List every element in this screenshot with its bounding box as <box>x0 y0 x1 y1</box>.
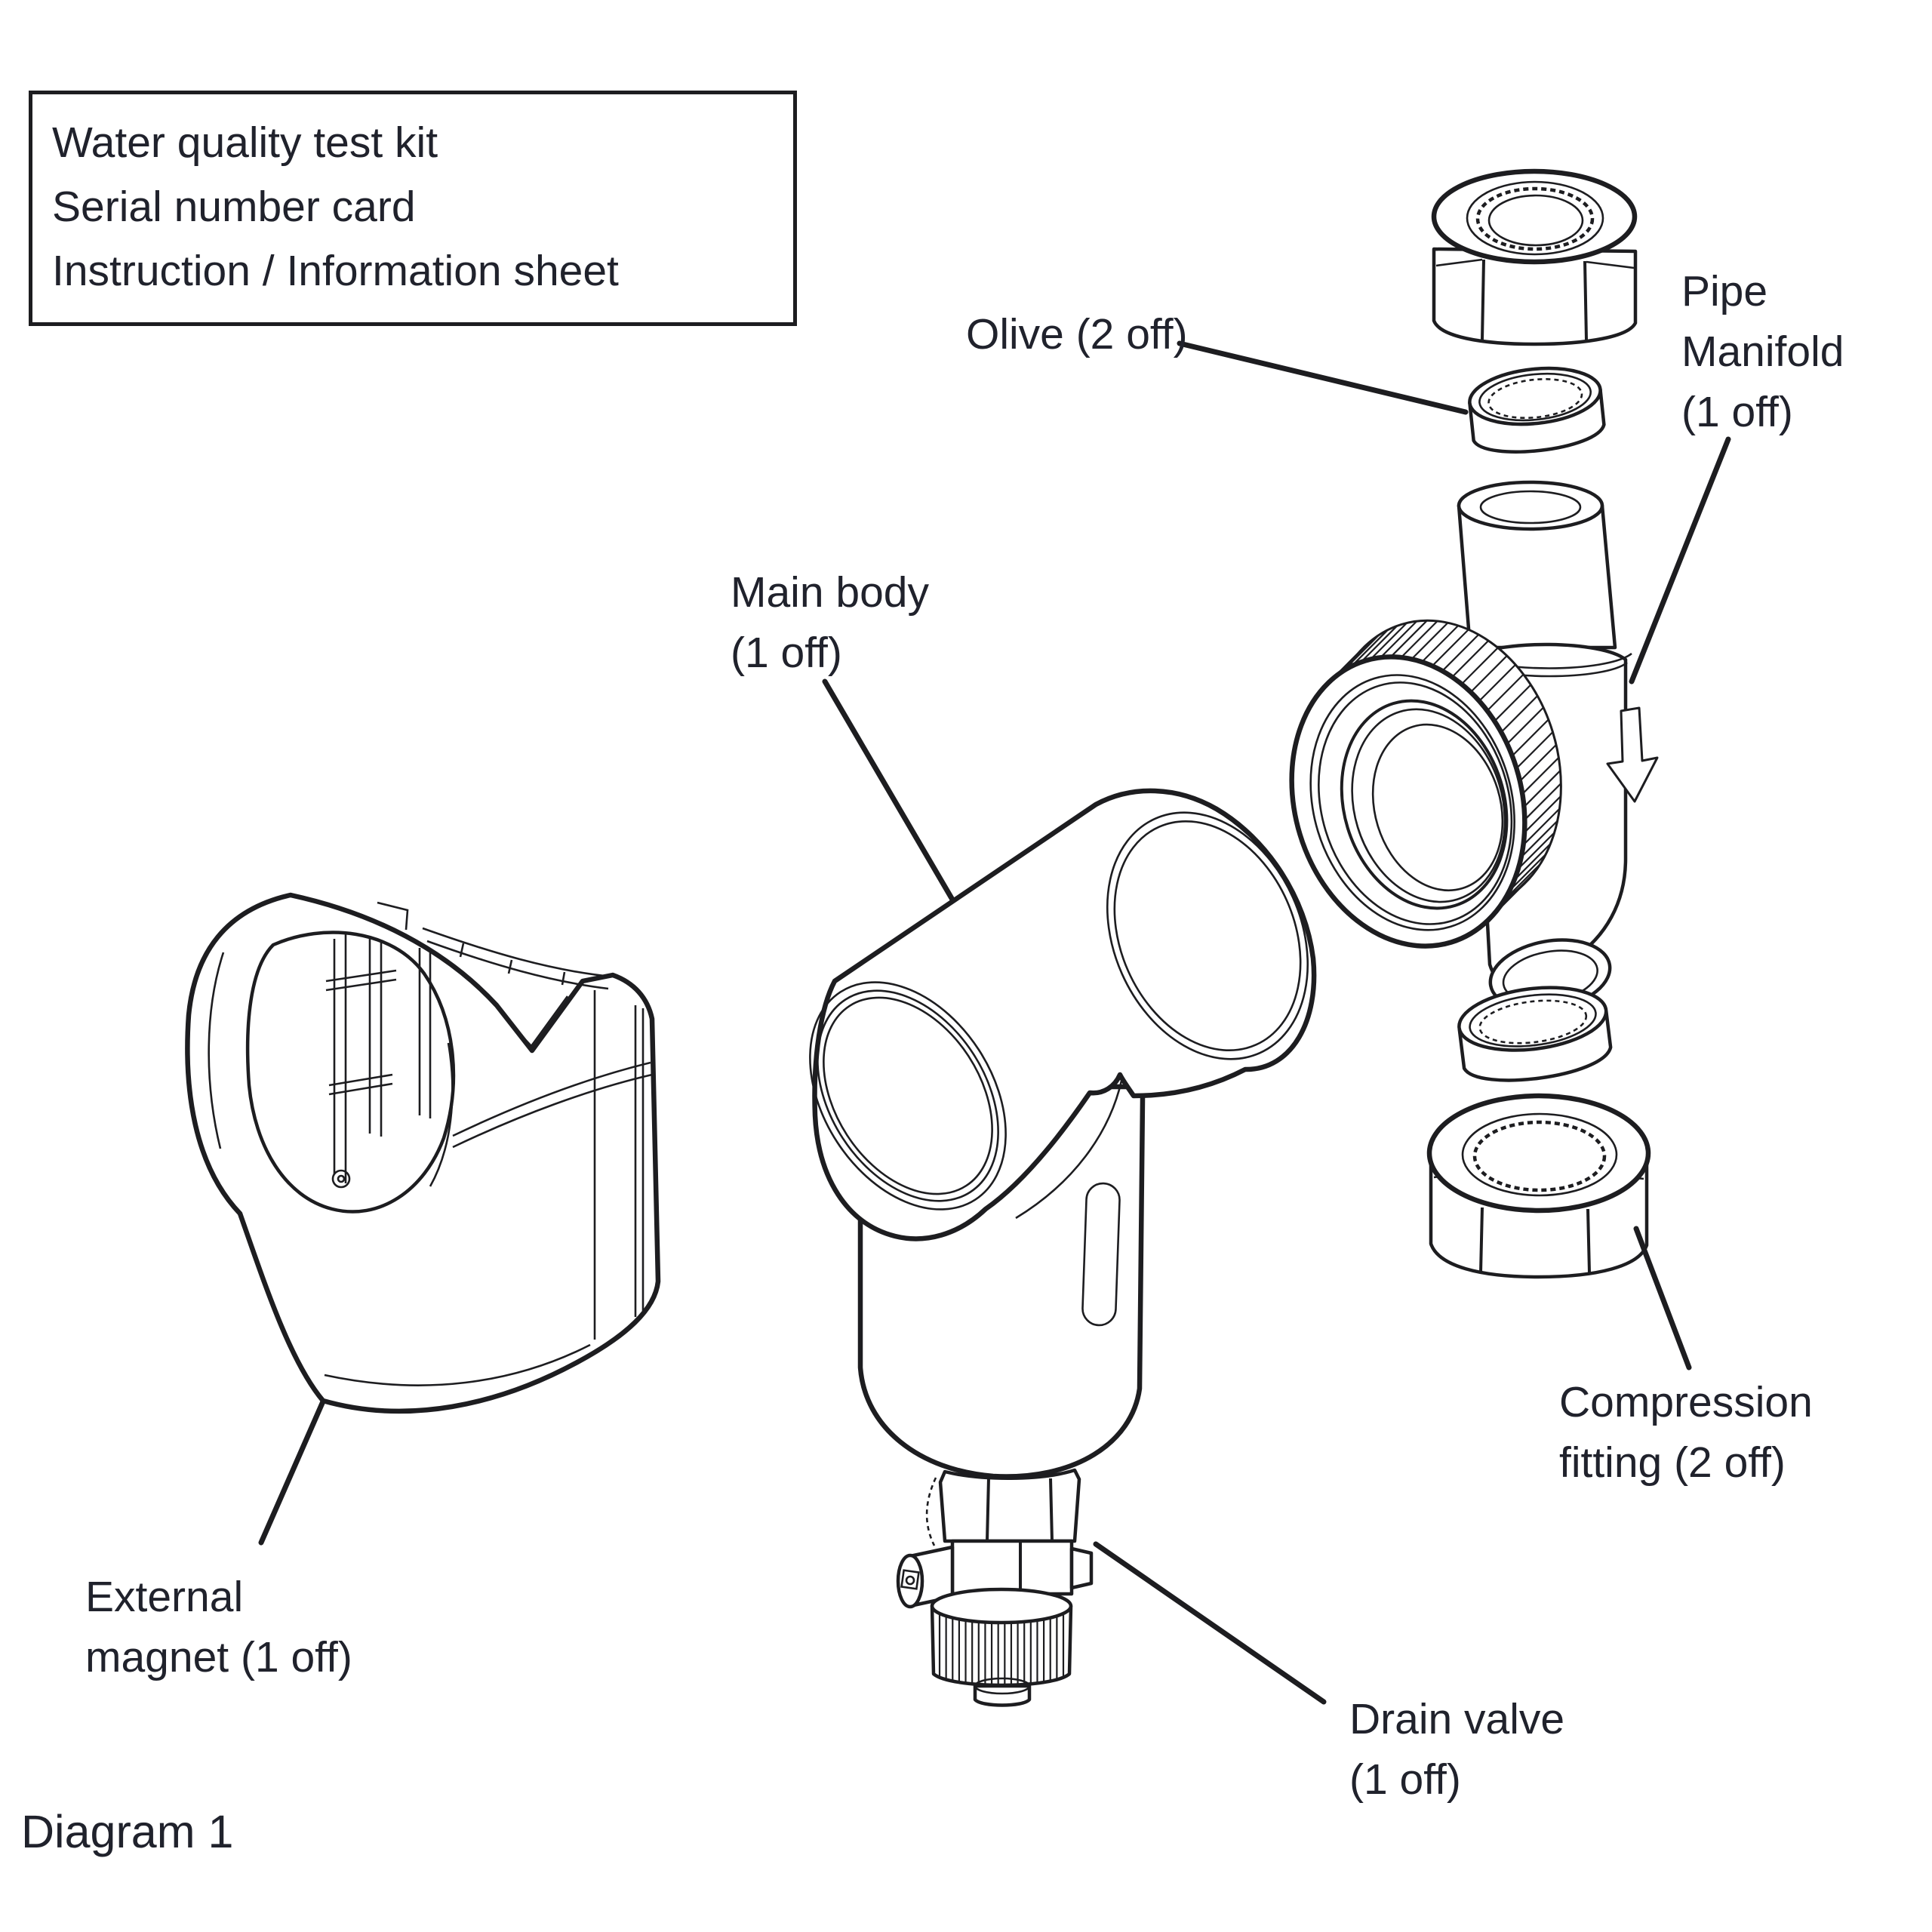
olive-bottom <box>1457 986 1613 1082</box>
valve-block <box>950 1539 1074 1596</box>
pipe-manifold-label: Pipe Manifold (1 off) <box>1681 267 1844 436</box>
kit-item: Instruction / Information sheet <box>52 247 619 295</box>
external-magnet-label: External magnet (1 off) <box>85 1573 352 1681</box>
external-magnet-leader <box>258 1398 326 1546</box>
elbow-seam <box>1015 1080 1123 1220</box>
compression-leader <box>1633 1226 1692 1371</box>
drain-valve-leader <box>1093 1541 1327 1705</box>
magnet-notch-line <box>506 995 569 1048</box>
elbow-body <box>812 788 1317 1241</box>
magnet-ring-opening <box>245 931 456 1214</box>
olive-top <box>1468 366 1606 454</box>
valve-cap-stub <box>973 1684 1032 1707</box>
compression-fitting-top <box>1431 168 1638 346</box>
manifold-ring-nut <box>1289 619 1562 949</box>
compression-fitting-bottom <box>1426 1093 1651 1279</box>
ring-nut-face <box>1289 654 1527 949</box>
kit-contents-box: Water quality test kit Serial number car… <box>29 91 797 326</box>
external-magnet-drawing <box>185 892 661 1414</box>
olive-leader <box>1177 340 1469 415</box>
diagram-caption: Diagram 1 <box>21 1806 234 1857</box>
kit-item: Serial number card <box>52 183 416 231</box>
spigot-end <box>896 1553 924 1609</box>
main-body-label: Main body (1 off) <box>731 568 929 677</box>
kit-item: Water quality test kit <box>52 118 438 167</box>
compression-fitting-label: Compression fitting (2 off) <box>1559 1378 1813 1487</box>
olive-label: Olive (2 off) <box>966 310 1188 358</box>
drain-valve-drawing <box>896 1539 1094 1707</box>
valve-tab <box>1069 1546 1094 1590</box>
magnet-ring-lip <box>429 1042 454 1187</box>
manifold-pipe-stub <box>1457 480 1617 650</box>
sight-slot <box>1081 1182 1121 1327</box>
kit-contents-text: Water quality test kit Serial number car… <box>52 111 619 303</box>
elbow-left-rim <box>809 981 1007 1211</box>
magnet-ring-rim <box>208 952 225 1149</box>
flow-arrow <box>1606 706 1659 803</box>
pipe-manifold-leader <box>1629 436 1731 685</box>
leader-lines <box>258 340 1731 1705</box>
main-body-drawing <box>809 788 1317 1707</box>
magnet-internal-plates <box>325 901 432 1189</box>
valve-cap-knurl <box>938 1613 1065 1687</box>
drain-valve-label: Drain valve (1 off) <box>1349 1695 1565 1804</box>
main-body-leader <box>822 678 955 903</box>
elbow-right-rim <box>1106 811 1309 1060</box>
drain-adapter <box>925 1468 1081 1546</box>
pipe-manifold-stack <box>1289 168 1659 1279</box>
magnet-panel-lines <box>324 927 653 1386</box>
